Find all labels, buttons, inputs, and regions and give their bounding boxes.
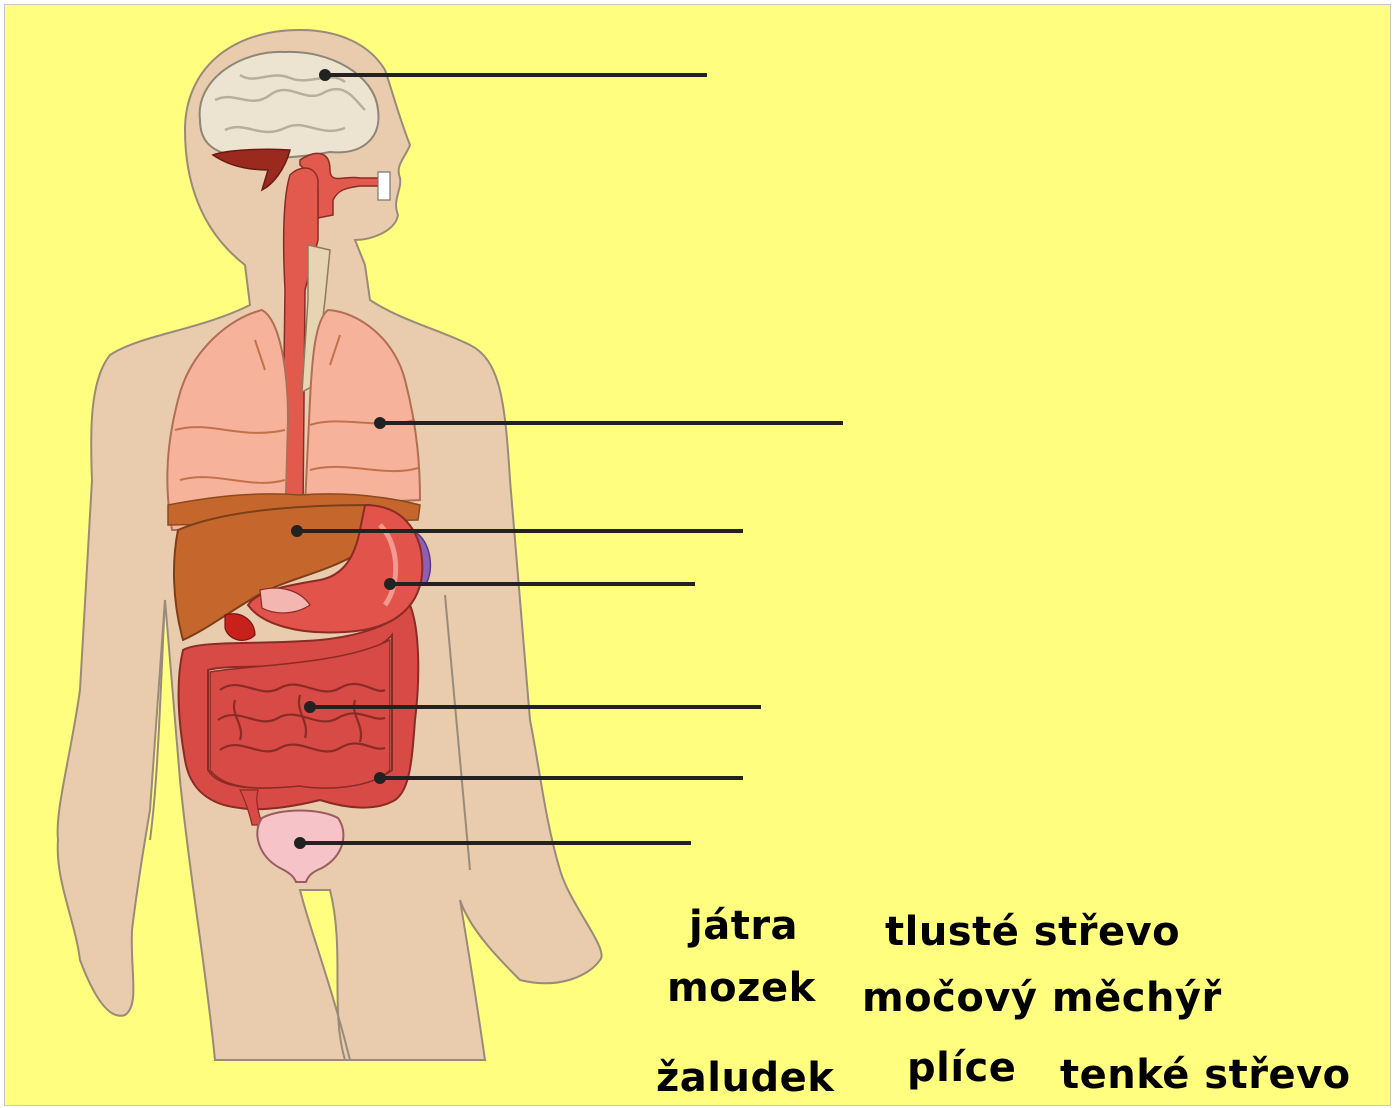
leader-dot-small-intestine bbox=[306, 703, 314, 711]
word-bank-item[interactable]: plíce bbox=[907, 1048, 1016, 1088]
leader-dot-brain bbox=[321, 71, 329, 79]
teeth-icon bbox=[378, 172, 390, 200]
leader-dot-lungs bbox=[376, 419, 384, 427]
word-bank-item[interactable]: tlusté střevo bbox=[885, 912, 1180, 952]
word-bank-item[interactable]: žaludek bbox=[656, 1058, 834, 1098]
leader-dot-bladder bbox=[296, 839, 304, 847]
word-bank-item[interactable]: játra bbox=[689, 906, 798, 946]
leader-dot-large-intestine bbox=[376, 774, 384, 782]
word-bank-item[interactable]: močový měchýř bbox=[862, 978, 1222, 1018]
word-bank-item[interactable]: tenké střevo bbox=[1060, 1055, 1351, 1095]
leader-dot-liver bbox=[293, 527, 301, 535]
word-bank-item[interactable]: mozek bbox=[667, 968, 816, 1008]
leader-dot-stomach bbox=[386, 580, 394, 588]
